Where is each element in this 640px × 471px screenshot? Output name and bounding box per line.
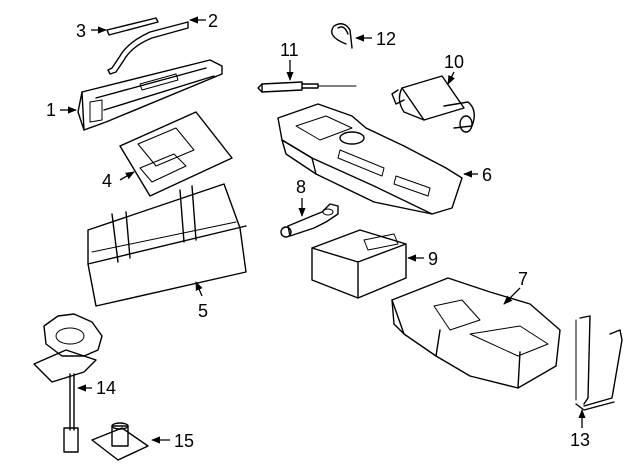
part-12-clip xyxy=(331,23,353,49)
callout-15: 15 xyxy=(174,431,194,451)
callout-7: 7 xyxy=(518,269,528,289)
part-3-rod xyxy=(106,17,159,36)
part-10-filter xyxy=(391,75,475,133)
callout-2: 2 xyxy=(208,11,218,31)
part-7-housing xyxy=(391,277,561,389)
callout-3: 3 xyxy=(76,21,86,41)
leader-lines xyxy=(60,16,586,444)
part-1-jack-holder xyxy=(77,59,223,131)
part-14-jack xyxy=(33,313,103,453)
callout-9: 9 xyxy=(428,249,438,269)
part-8-wrench xyxy=(280,203,339,238)
callout-12: 12 xyxy=(376,29,396,49)
callout-11: 11 xyxy=(280,40,299,60)
part-9-box xyxy=(311,229,407,299)
callout-14: 14 xyxy=(96,378,116,398)
callout-8: 8 xyxy=(296,177,306,197)
part-4-pad xyxy=(119,111,233,197)
part-2-handle xyxy=(107,21,189,75)
callout-5: 5 xyxy=(198,301,208,321)
part-6-storage-tray xyxy=(277,103,463,215)
part-15-base-plate xyxy=(91,422,149,461)
part-5-tray xyxy=(87,183,247,307)
part-13-strap xyxy=(575,315,623,411)
callout-6: 6 xyxy=(482,165,492,185)
callout-13: 13 xyxy=(570,430,590,450)
part-11-screwdriver xyxy=(257,81,357,93)
callout-4: 4 xyxy=(102,171,112,191)
callout-1: 1 xyxy=(46,100,56,120)
callout-10: 10 xyxy=(444,52,464,72)
